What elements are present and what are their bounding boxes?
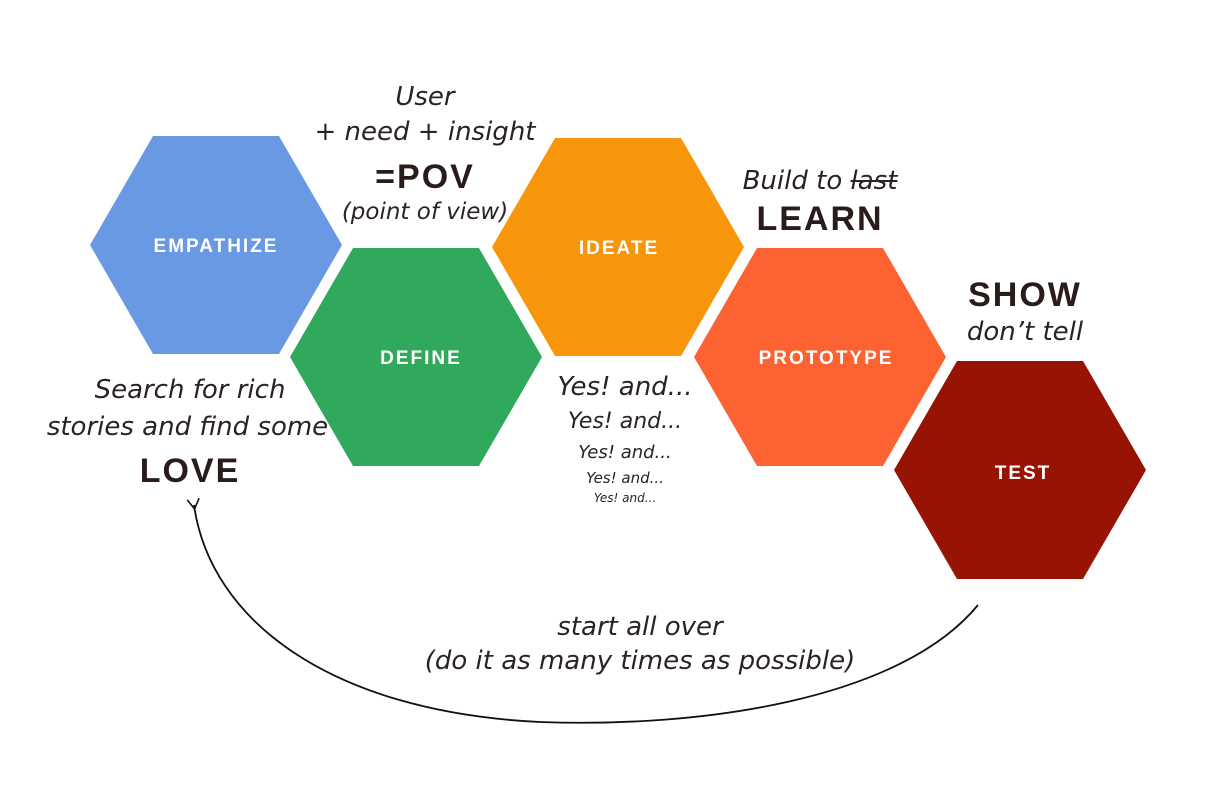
label-test: TEST xyxy=(995,463,1052,484)
pov-point-of-view: (point of view) xyxy=(341,199,509,225)
build-struck-word: last xyxy=(850,166,898,196)
pov-equals: =POV xyxy=(375,158,475,196)
yes-and-1: Yes! and... xyxy=(557,372,693,402)
label-prototype: PROTOTYPE xyxy=(759,348,894,369)
build-prefix: Build to xyxy=(742,166,851,196)
hex-ideate xyxy=(492,138,744,356)
loop-repeat: (do it as many times as possible) xyxy=(424,646,856,676)
yes-and-3: Yes! and... xyxy=(578,442,672,463)
build-learn: LEARN xyxy=(756,200,884,238)
empathy-line2: stories and find some xyxy=(46,412,329,442)
hex-empathize xyxy=(90,136,342,354)
show-emphasis: SHOW xyxy=(968,276,1082,314)
pov-need-insight: + need + insight xyxy=(314,117,536,147)
yes-and-5: Yes! and... xyxy=(593,491,657,505)
empathy-love: LOVE xyxy=(139,452,241,490)
loop-arrow xyxy=(186,497,979,724)
label-define: DEFINE xyxy=(380,348,462,369)
yes-and-2: Yes! and... xyxy=(567,409,683,434)
pov-user: User xyxy=(395,82,455,112)
hex-test xyxy=(894,361,1146,579)
loop-start-over: start all over xyxy=(557,612,723,642)
show-dont-tell: don’t tell xyxy=(966,317,1084,347)
hex-prototype xyxy=(694,248,946,466)
label-empathize: EMPATHIZE xyxy=(154,236,279,257)
yes-and-4: Yes! and... xyxy=(586,469,664,487)
hex-define xyxy=(290,248,542,466)
empathy-line1: Search for rich xyxy=(94,375,286,405)
build-to-last: Build to last xyxy=(730,166,910,196)
label-ideate: IDEATE xyxy=(579,238,659,259)
